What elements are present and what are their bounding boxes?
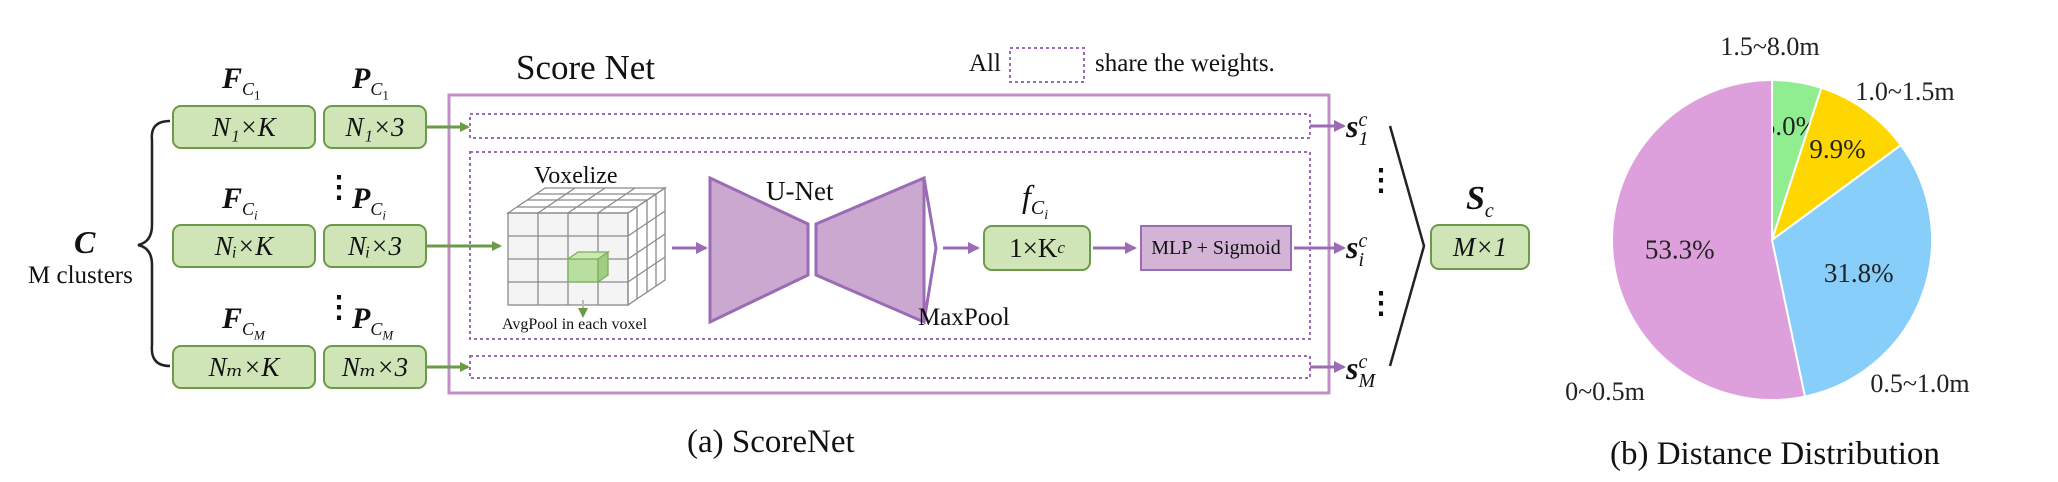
mlp-sigmoid-box: MLP + Sigmoid xyxy=(1140,225,1292,271)
pie-category-label: 0~0.5m xyxy=(1565,377,1645,406)
pie-category-label: 1.0~1.5m xyxy=(1855,77,1954,106)
pie-value-label: 53.3% xyxy=(1645,235,1715,265)
shared-box-top xyxy=(469,113,1311,139)
pie-value-label: 31.8% xyxy=(1824,258,1894,288)
caption-distance-distribution: (b) Distance Distribution xyxy=(1610,436,1940,472)
feature-box-i: Nᵢ×K xyxy=(172,224,316,268)
voxelize-label: Voxelize xyxy=(534,163,618,189)
point-label-i: PCi xyxy=(352,182,386,223)
feature-label-1: FC1 xyxy=(222,62,261,103)
feature-label-i: FCi xyxy=(222,182,258,223)
vdots-between-rows-1: ⋮ xyxy=(324,171,354,204)
vdots-between-rows-2: ⋮ xyxy=(324,291,354,324)
output-bracket xyxy=(1388,125,1426,367)
unet-label: U-Net xyxy=(766,176,834,206)
cluster-set-symbol: C xyxy=(74,224,96,260)
unet-encoder-shape xyxy=(708,175,810,325)
voxel-grid-icon xyxy=(505,186,668,307)
maxpool-label: MaxPool xyxy=(918,304,1010,331)
pie-category-label: 1.5~8.0m xyxy=(1720,32,1819,61)
pie-slice xyxy=(1611,78,1807,401)
vdots-scores-2: ⋮ xyxy=(1366,287,1396,320)
pie-slice xyxy=(1770,86,1903,243)
output-label: Sc xyxy=(1466,180,1494,222)
feature-vector-label: fCi xyxy=(1022,178,1049,224)
point-label-m: PCM xyxy=(352,302,394,343)
point-box-i: Nᵢ×3 xyxy=(323,224,427,268)
vdots-scores-1: ⋮ xyxy=(1366,164,1396,197)
maxpool-chevron xyxy=(922,177,938,323)
output-box: M×1 xyxy=(1430,224,1530,270)
point-label-1: PC1 xyxy=(352,62,389,103)
share-legend-prefix: All xyxy=(969,50,1001,77)
pie-category-label: 0.5~1.0m xyxy=(1870,369,1969,398)
share-legend-text: share the weights. xyxy=(1095,50,1275,77)
caption-scorenet: (a) ScoreNet xyxy=(687,424,855,460)
shared-box-bottom xyxy=(469,355,1311,379)
score-net-box xyxy=(447,93,1331,395)
pie-value-label: 9.9% xyxy=(1809,134,1865,164)
feature-box-m: Nₘ×K xyxy=(172,345,316,389)
point-box-1: N₁×3 xyxy=(323,105,427,149)
point-box-m: Nₘ×3 xyxy=(323,345,427,389)
feature-box-1: N₁×K xyxy=(172,105,316,149)
shared-box-mid xyxy=(469,151,1311,340)
pie-slice xyxy=(1770,143,1933,398)
feature-label-m: FCM xyxy=(222,302,265,343)
share-legend-box xyxy=(1009,47,1085,83)
score-net-title: Score Net xyxy=(516,48,655,87)
cluster-brace xyxy=(137,119,171,368)
cluster-set-caption: M clusters xyxy=(28,262,133,289)
avgpool-label: AvgPool in each voxel xyxy=(502,316,648,333)
